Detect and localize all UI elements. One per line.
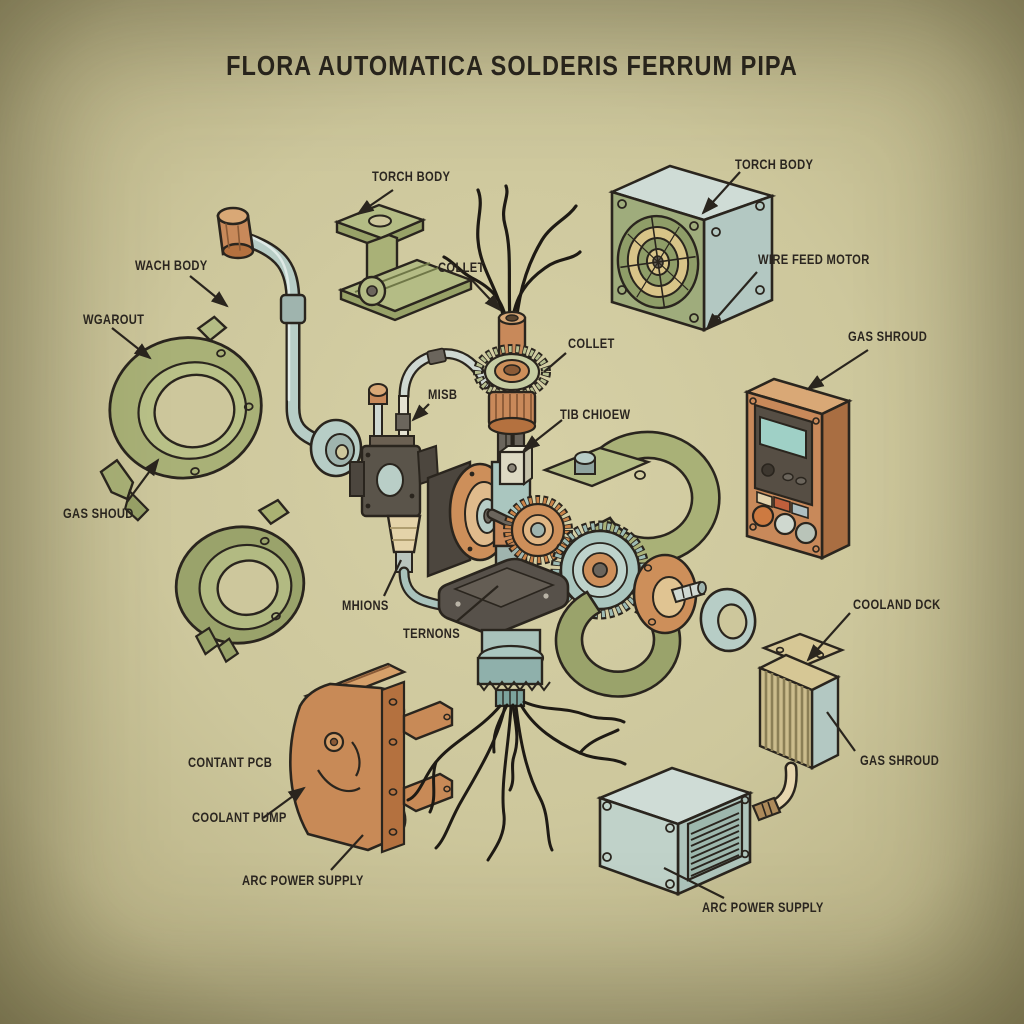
label-wach-body: WACH BODY <box>135 257 208 273</box>
leader-wach-body <box>189 275 229 308</box>
leader-mhions <box>383 559 402 597</box>
collet-gear-illustration <box>473 310 551 486</box>
radiator-illustration <box>757 632 846 770</box>
leader-coolant-pump <box>262 786 306 819</box>
label-misb: MISB <box>428 386 458 402</box>
orange-gear-illustration <box>503 495 573 565</box>
coolant-pump-illustration <box>289 662 454 854</box>
valve-assembly-illustration <box>349 347 491 612</box>
leader-gas-shroud-bottom <box>826 711 856 752</box>
label-arc-power-supply-right: ARC POWER SUPPLY <box>702 899 824 915</box>
label-tib-chioew: TIB CHIOEW <box>560 406 631 422</box>
leader-arc-power-supply-left <box>330 834 364 871</box>
label-collet-right: COLLET <box>568 335 615 351</box>
leader-tib-chioew <box>522 419 563 452</box>
leader-misb <box>411 403 430 422</box>
leader-gas-shroud-right <box>806 349 869 391</box>
root-wires-illustration <box>406 700 627 862</box>
torch-neck-illustration <box>216 206 363 478</box>
label-coolant-pump: COOLANT PUMP <box>192 809 287 825</box>
label-wgarout: WGAROUT <box>83 311 145 327</box>
label-torch-body-right: TORCH BODY <box>735 156 814 172</box>
mount-plate-illustration <box>437 557 570 708</box>
label-gas-shroud-right: GAS SHROUD <box>848 328 928 344</box>
hose-fitting <box>751 796 782 822</box>
leader-arc-power-supply-right <box>663 867 725 899</box>
label-collet-left: COLLET <box>438 259 485 275</box>
label-ternons: TERNONS <box>403 625 460 641</box>
controller-pendant-illustration <box>743 377 853 561</box>
clamp-ring-lower-illustration <box>174 498 306 664</box>
label-gas-shoud-left: GAS SHOUD <box>63 505 134 521</box>
orange-disc-illustration <box>632 553 707 635</box>
label-gas-shroud-bottom: GAS SHROUD <box>860 752 940 768</box>
vent-louvers <box>690 812 740 877</box>
arc-power-supply-illustration <box>596 766 782 897</box>
upper-clamp-illustration <box>541 430 721 566</box>
leader-collet-left <box>469 277 502 312</box>
leader-lines <box>111 171 869 899</box>
label-torch-body-left: TORCH BODY <box>372 168 451 184</box>
clamp-ring-upper-illustration <box>99 315 263 522</box>
lcd-screen <box>759 415 807 460</box>
leader-coolant-dck <box>806 612 851 662</box>
leader-wire-feed-motor <box>705 271 758 331</box>
label-wire-feed-motor: WIRE FEED MOTOR <box>758 251 870 267</box>
label-contant-pcb: CONTANT PCB <box>188 754 273 770</box>
upper-wires-illustration <box>442 184 582 327</box>
leader-ternons <box>455 585 499 623</box>
leader-torch-body-left <box>356 189 394 216</box>
leader-wgarout <box>111 327 152 360</box>
diagram-title: FLORA AUTOMATICA SOLDERIS FERRUM PIPA <box>226 50 798 81</box>
leader-gas-shoud-left <box>126 458 160 503</box>
label-mhions: MHIONS <box>342 597 389 613</box>
wire-feed-motor-illustration <box>608 164 777 332</box>
label-coolant-dck: COOLAND DCK <box>853 596 941 612</box>
leader-torch-body-right <box>701 171 741 215</box>
blue-donut-illustration <box>699 587 757 653</box>
label-arc-power-supply-left: ARC POWER SUPPLY <box>242 872 364 888</box>
fan-icon <box>616 214 700 310</box>
leader-collet-right <box>543 352 567 373</box>
